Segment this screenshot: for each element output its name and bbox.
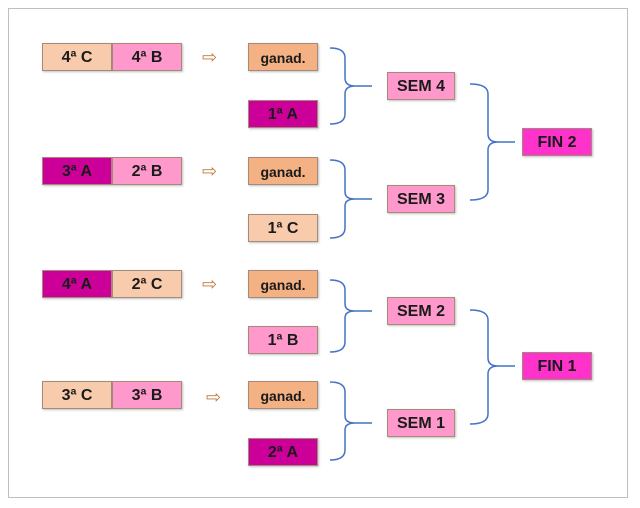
team-box: 2ª C — [112, 270, 182, 298]
semi-box: SEM 3 — [387, 185, 455, 213]
brace-sem2 — [329, 279, 372, 353]
seed-box: 1ª B — [248, 326, 318, 354]
right-outline-arrow-icon: ⇨ — [202, 47, 218, 67]
brace-sem1 — [329, 381, 372, 461]
seed-box: 1ª A — [248, 100, 318, 128]
brace-fin1 — [469, 309, 515, 425]
team-box: 3ª C — [42, 381, 112, 409]
winner-box: ganad. — [248, 43, 318, 71]
brace-sem3 — [329, 159, 372, 239]
semi-box: SEM 2 — [387, 297, 455, 325]
winner-box: ganad. — [248, 270, 318, 298]
team-box: 3ª A — [42, 157, 112, 185]
seed-box: 1ª C — [248, 214, 318, 242]
brace-fin2 — [469, 83, 515, 201]
final-box: FIN 1 — [522, 352, 592, 380]
diagram-frame — [8, 8, 628, 498]
right-outline-arrow-icon: ⇨ — [206, 387, 222, 407]
semi-box: SEM 4 — [387, 72, 455, 100]
seed-box: 2ª A — [248, 438, 318, 466]
right-outline-arrow-icon: ⇨ — [202, 274, 218, 294]
brace-sem4 — [329, 47, 372, 125]
team-box: 4ª C — [42, 43, 112, 71]
winner-box: ganad. — [248, 157, 318, 185]
winner-box: ganad. — [248, 381, 318, 409]
final-box: FIN 2 — [522, 128, 592, 156]
team-box: 3ª B — [112, 381, 182, 409]
team-box: 2ª B — [112, 157, 182, 185]
right-outline-arrow-icon: ⇨ — [202, 161, 218, 181]
team-box: 4ª B — [112, 43, 182, 71]
semi-box: SEM 1 — [387, 409, 455, 437]
team-box: 4ª A — [42, 270, 112, 298]
